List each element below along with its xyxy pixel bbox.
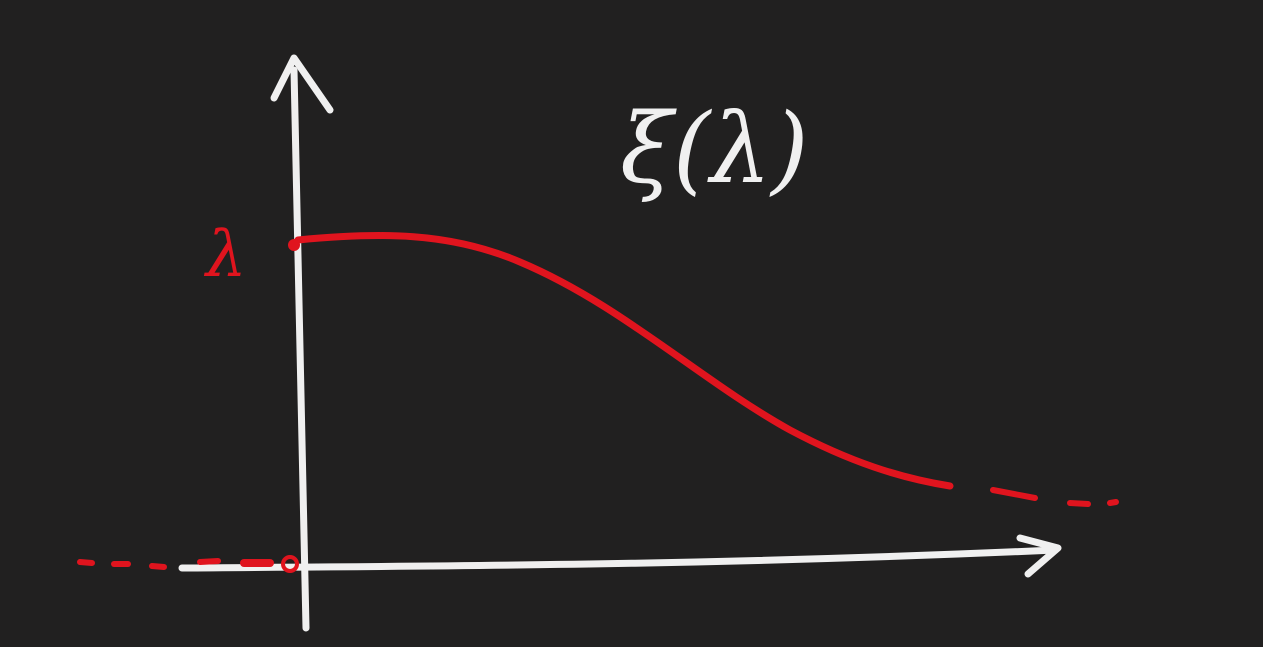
origin-open-point xyxy=(281,555,299,573)
xi-curve xyxy=(294,232,954,490)
y-axis xyxy=(290,66,310,632)
curve-tail-dash xyxy=(1107,499,1119,506)
curve-tail-dash xyxy=(990,487,1038,501)
zero-level-dash xyxy=(77,559,95,566)
zero-level-dash xyxy=(149,563,167,570)
y-marker-label: λ xyxy=(203,218,247,292)
y-axis-arrowhead xyxy=(270,54,334,114)
x-axis xyxy=(178,546,1059,572)
curve-start-point xyxy=(288,239,300,251)
function-title: ξ(λ) xyxy=(620,93,809,205)
zero-level-dash xyxy=(197,558,221,565)
x-axis-arrowhead xyxy=(1016,534,1062,578)
curve-tail-dash xyxy=(1067,500,1091,507)
